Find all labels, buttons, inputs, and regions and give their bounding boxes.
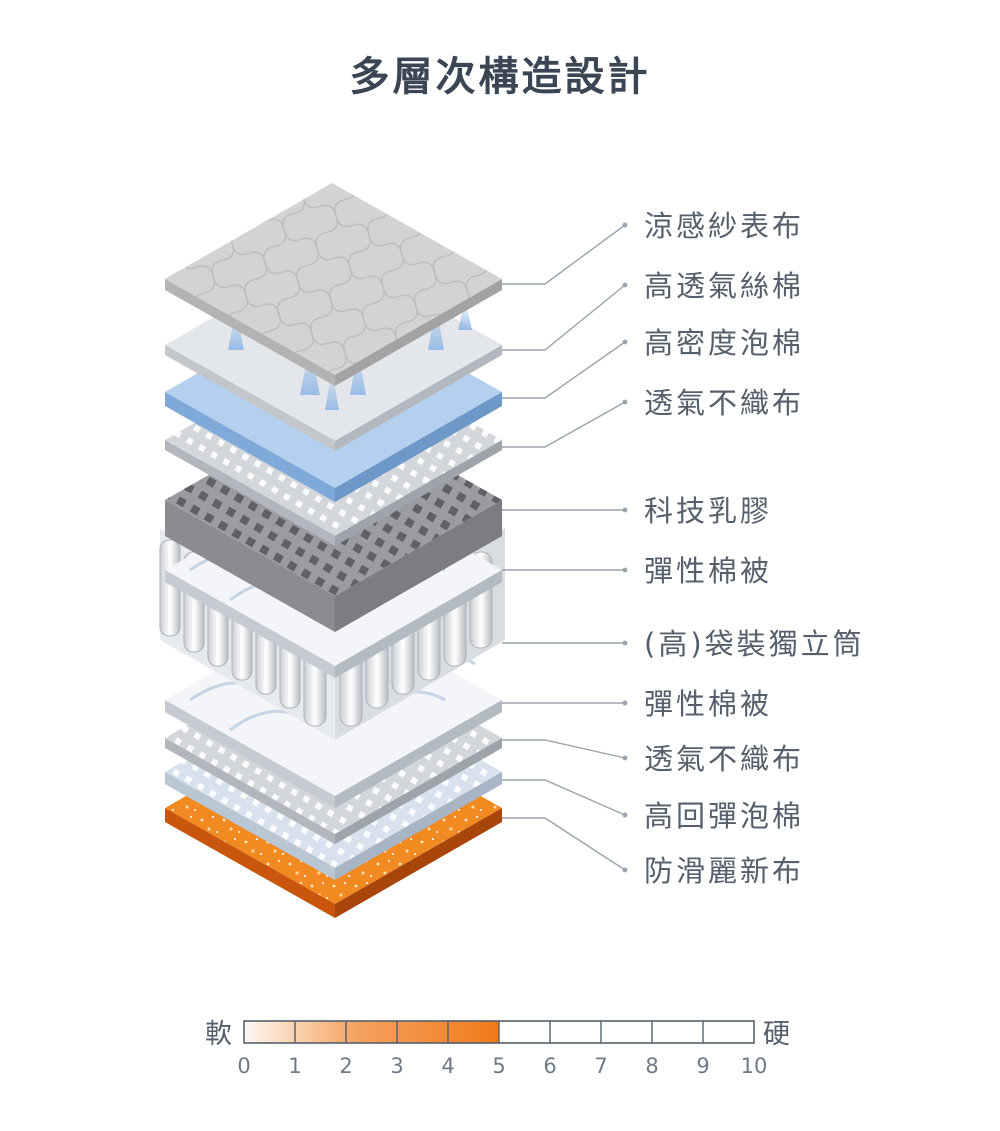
firmness-tick-label: 6 bbox=[543, 1054, 557, 1078]
firmness-tick-label: 9 bbox=[696, 1054, 710, 1078]
firmness-tick-label: 4 bbox=[441, 1054, 455, 1078]
firmness-hard-label: 硬 bbox=[763, 1019, 790, 1050]
layer-label-nonwoven-lower: 透氣不織布 bbox=[644, 742, 805, 776]
firmness-tick-label: 1 bbox=[288, 1054, 302, 1078]
firmness-tick-label: 5 bbox=[492, 1054, 506, 1078]
leader-lines bbox=[502, 224, 626, 871]
layer-label-nonwoven-upper: 透氣不織布 bbox=[644, 386, 805, 420]
layer-label-quilt-lower: 彈性棉被 bbox=[644, 687, 773, 721]
layer-cooling-fabric bbox=[165, 183, 502, 386]
firmness-tick-label: 2 bbox=[339, 1054, 353, 1078]
firmness-tick-label: 8 bbox=[645, 1054, 659, 1078]
layer-label-antislip-fabric: 防滑麗新布 bbox=[644, 854, 805, 888]
page-title: 多層次構造設計 bbox=[349, 54, 651, 100]
layer-label-high-density-foam: 高密度泡棉 bbox=[644, 326, 805, 360]
firmness-tick-label: 10 bbox=[740, 1054, 768, 1078]
firmness-fill bbox=[244, 1021, 499, 1043]
layer-label-breathable-fiber: 高透氣絲棉 bbox=[644, 269, 805, 303]
firmness-tick-label: 0 bbox=[237, 1054, 251, 1078]
layer-label-quilt-upper: 彈性棉被 bbox=[644, 554, 773, 588]
firmness-tick-label: 3 bbox=[390, 1054, 404, 1078]
firmness-tick-label: 7 bbox=[594, 1054, 608, 1078]
layer-label-cooling-fabric: 涼感紗表布 bbox=[644, 209, 805, 243]
layer-label-resilience-foam: 高回彈泡棉 bbox=[644, 799, 805, 833]
firmness-soft-label: 軟 bbox=[205, 1019, 232, 1050]
leader-dots bbox=[622, 222, 628, 873]
layer-label-pocket-springs: (高)袋裝獨立筒 bbox=[644, 627, 865, 661]
mattress-layer-stack bbox=[159, 183, 628, 918]
layer-label-latex: 科技乳膠 bbox=[644, 494, 773, 528]
